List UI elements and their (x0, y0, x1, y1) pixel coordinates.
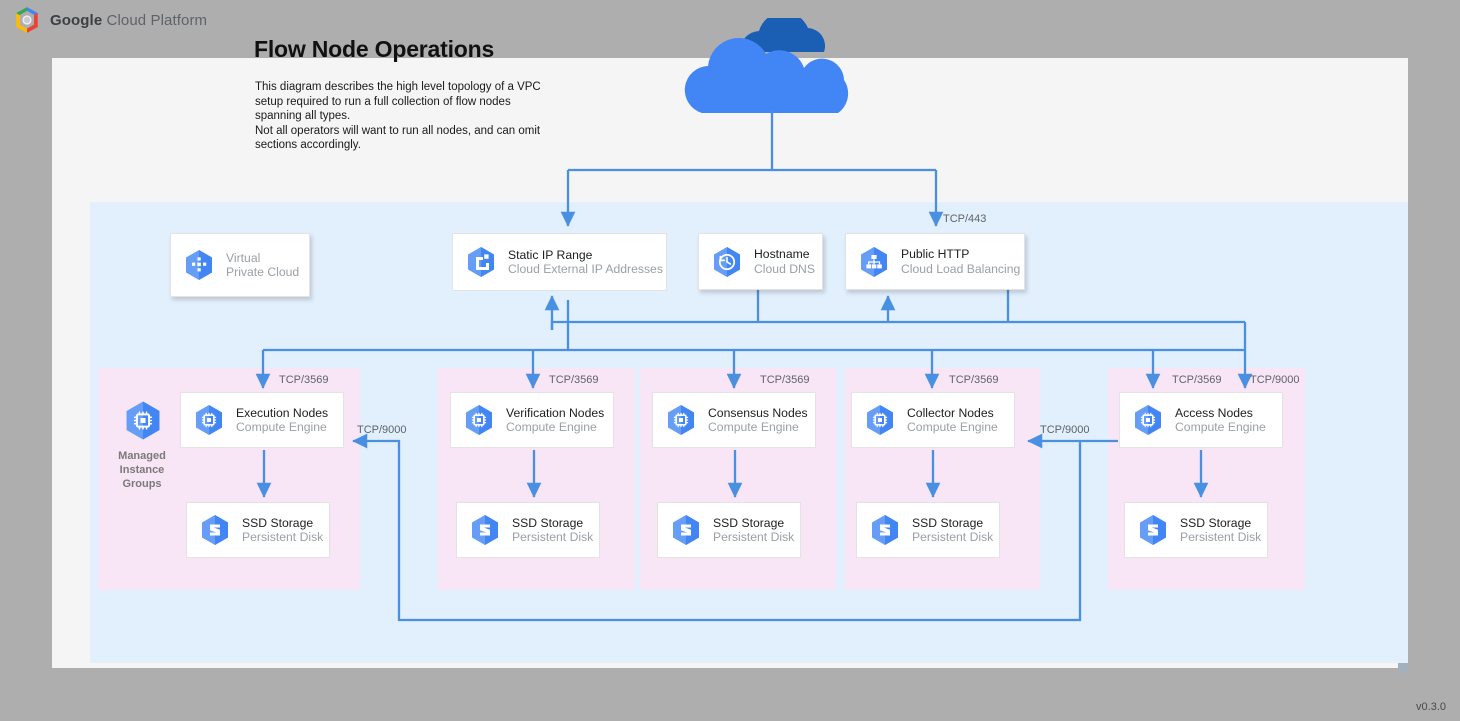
card-subtitle: Compute Engine (708, 420, 808, 435)
persistent-disk-icon (1138, 514, 1168, 546)
card-title: SSD Storage (512, 516, 593, 531)
version-label: v0.3.0 (1416, 701, 1446, 713)
card-title: SSD Storage (242, 516, 323, 531)
diagram-description: This diagram describes the high level to… (255, 80, 545, 153)
card-subtitle: Cloud Load Balancing (901, 262, 1020, 277)
gcp-brand-text: Google Cloud Platform (50, 12, 207, 29)
card-title: Execution Nodes (236, 406, 328, 421)
compute-engine-icon (194, 404, 224, 436)
card-title: Hostname (754, 247, 815, 262)
card-subtitle: Compute Engine (236, 420, 328, 435)
card-static-ip-range[interactable]: Static IP Range Cloud External IP Addres… (452, 233, 667, 291)
card-execution-nodes[interactable]: Execution Nodes Compute Engine (180, 392, 344, 448)
persistent-disk-icon (870, 514, 900, 546)
card-collector-nodes[interactable]: Collector Nodes Compute Engine (851, 392, 1015, 448)
gcp-brand-rest: Cloud Platform (102, 12, 207, 29)
card-title: Consensus Nodes (708, 406, 808, 421)
card-title: SSD Storage (1180, 516, 1261, 531)
compute-engine-icon (666, 404, 696, 436)
card-access-nodes[interactable]: Access Nodes Compute Engine (1119, 392, 1283, 448)
card-verification-nodes[interactable]: Verification Nodes Compute Engine (450, 392, 614, 448)
card-title: SSD Storage (713, 516, 794, 531)
card-title: SSD Storage (912, 516, 993, 531)
card-title: Verification Nodes (506, 406, 604, 421)
port-label-access-9000: TCP/9000 (1250, 374, 1300, 386)
card-subtitle: Persistent Disk (1180, 530, 1261, 545)
cloud-load-balancing-icon (859, 246, 889, 278)
persistent-disk-icon (200, 514, 230, 546)
card-subtitle: Persistent Disk (713, 530, 794, 545)
card-subtitle: Persistent Disk (242, 530, 323, 545)
card-storage-verification[interactable]: SSD Storage Persistent Disk (456, 502, 600, 558)
cloud-icon (680, 18, 866, 113)
page-title: Flow Node Operations (254, 36, 494, 63)
card-consensus-nodes[interactable]: Consensus Nodes Compute Engine (652, 392, 816, 448)
card-subtitle: Cloud External IP Addresses (508, 262, 663, 277)
static-ip-range-icon (466, 246, 496, 278)
gcp-hexagon-logo-icon (14, 6, 40, 34)
port-label-tcp443: TCP/443 (943, 213, 986, 225)
persistent-disk-icon (470, 514, 500, 546)
port-label-execution-3569: TCP/3569 (279, 374, 329, 386)
compute-engine-icon (464, 404, 494, 436)
gcp-brand-bold: Google (50, 12, 102, 29)
card-storage-collector[interactable]: SSD Storage Persistent Disk (856, 502, 1000, 558)
gcp-header: Google Cloud Platform (14, 6, 207, 34)
card-subtitle: Compute Engine (907, 420, 998, 435)
managed-instance-groups-icon (124, 400, 162, 441)
card-storage-consensus[interactable]: SSD Storage Persistent Disk (657, 502, 801, 558)
card-title: Collector Nodes (907, 406, 998, 421)
virtual-private-cloud-icon (184, 249, 214, 281)
card-public-http[interactable]: Public HTTP Cloud Load Balancing (845, 233, 1025, 290)
card-subtitle: Persistent Disk (912, 530, 993, 545)
card-title: Virtual (226, 251, 299, 266)
card-title: Access Nodes (1175, 406, 1266, 421)
cloud-dns-icon (712, 246, 742, 278)
card-title: Static IP Range (508, 248, 663, 263)
card-subtitle: Persistent Disk (512, 530, 593, 545)
port-label-access-to-collector: TCP/9000 (1040, 424, 1090, 436)
port-label-verification-3569: TCP/3569 (549, 374, 599, 386)
mig-label: ManagedInstanceGroups (105, 449, 179, 491)
card-virtual-private-cloud[interactable]: Virtual Private Cloud (170, 233, 310, 297)
card-hostname[interactable]: Hostname Cloud DNS (698, 233, 823, 290)
card-subtitle: Private Cloud (226, 265, 299, 280)
port-label-consensus-3569: TCP/3569 (760, 374, 810, 386)
compute-engine-icon (1133, 404, 1163, 436)
card-title: Public HTTP (901, 247, 1020, 262)
card-subtitle: Cloud DNS (754, 262, 815, 277)
card-subtitle: Compute Engine (506, 420, 604, 435)
port-label-collector-3569: TCP/3569 (949, 374, 999, 386)
card-subtitle: Compute Engine (1175, 420, 1266, 435)
compute-engine-icon (865, 404, 895, 436)
card-storage-access[interactable]: SSD Storage Persistent Disk (1124, 502, 1268, 558)
card-storage-execution[interactable]: SSD Storage Persistent Disk (186, 502, 330, 558)
port-label-access-to-execution: TCP/9000 (357, 424, 407, 436)
persistent-disk-icon (671, 514, 701, 546)
port-label-access-3569: TCP/3569 (1172, 374, 1222, 386)
